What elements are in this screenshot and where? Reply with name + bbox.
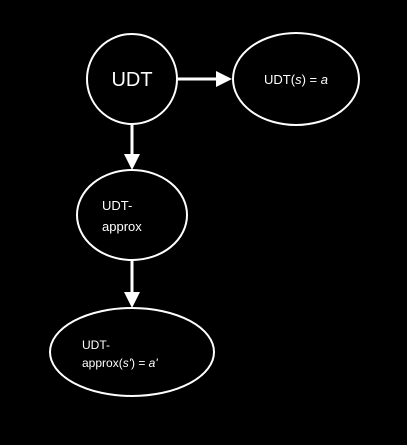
edge-udt-to-result	[178, 71, 232, 87]
label-mid: ) =	[131, 356, 149, 370]
node-udt-approx: UDT- approx	[76, 169, 188, 261]
label-var: s'	[123, 356, 132, 370]
node-udt-approx-line1: UDT-	[102, 198, 132, 213]
node-udt-label: UDT	[111, 69, 152, 91]
label-prefix: approx(	[82, 356, 123, 370]
node-udt-result: UDT(s) = a	[232, 32, 360, 126]
label-value: a	[321, 72, 328, 87]
label-mid: ) =	[302, 72, 321, 87]
node-udt-approx-result-line2: approx(s') = a'	[82, 356, 158, 370]
arrow-head-right	[216, 71, 232, 87]
node-udt-approx-result-ellipse	[49, 307, 215, 397]
node-udt-approx-ellipse	[76, 169, 188, 261]
node-udt-approx-result: UDT- approx(s') = a'	[49, 307, 215, 397]
node-udt-result-ellipse	[232, 32, 360, 126]
node-udt: UDT	[86, 33, 178, 125]
label-value: a'	[149, 356, 159, 370]
node-udt-approx-line2: approx	[102, 219, 142, 234]
arrow-head-down	[124, 292, 140, 308]
arrow-head-down	[124, 154, 140, 170]
label-prefix: UDT(	[264, 72, 296, 87]
edge-approx-to-result	[124, 260, 140, 308]
node-udt-approx-result-line1: UDT-	[82, 338, 110, 352]
node-udt-result-label: UDT(s) = a	[264, 72, 328, 87]
node-udt-ellipse	[86, 33, 178, 125]
edge-udt-to-approx	[124, 124, 140, 170]
label-var: s	[295, 72, 302, 87]
